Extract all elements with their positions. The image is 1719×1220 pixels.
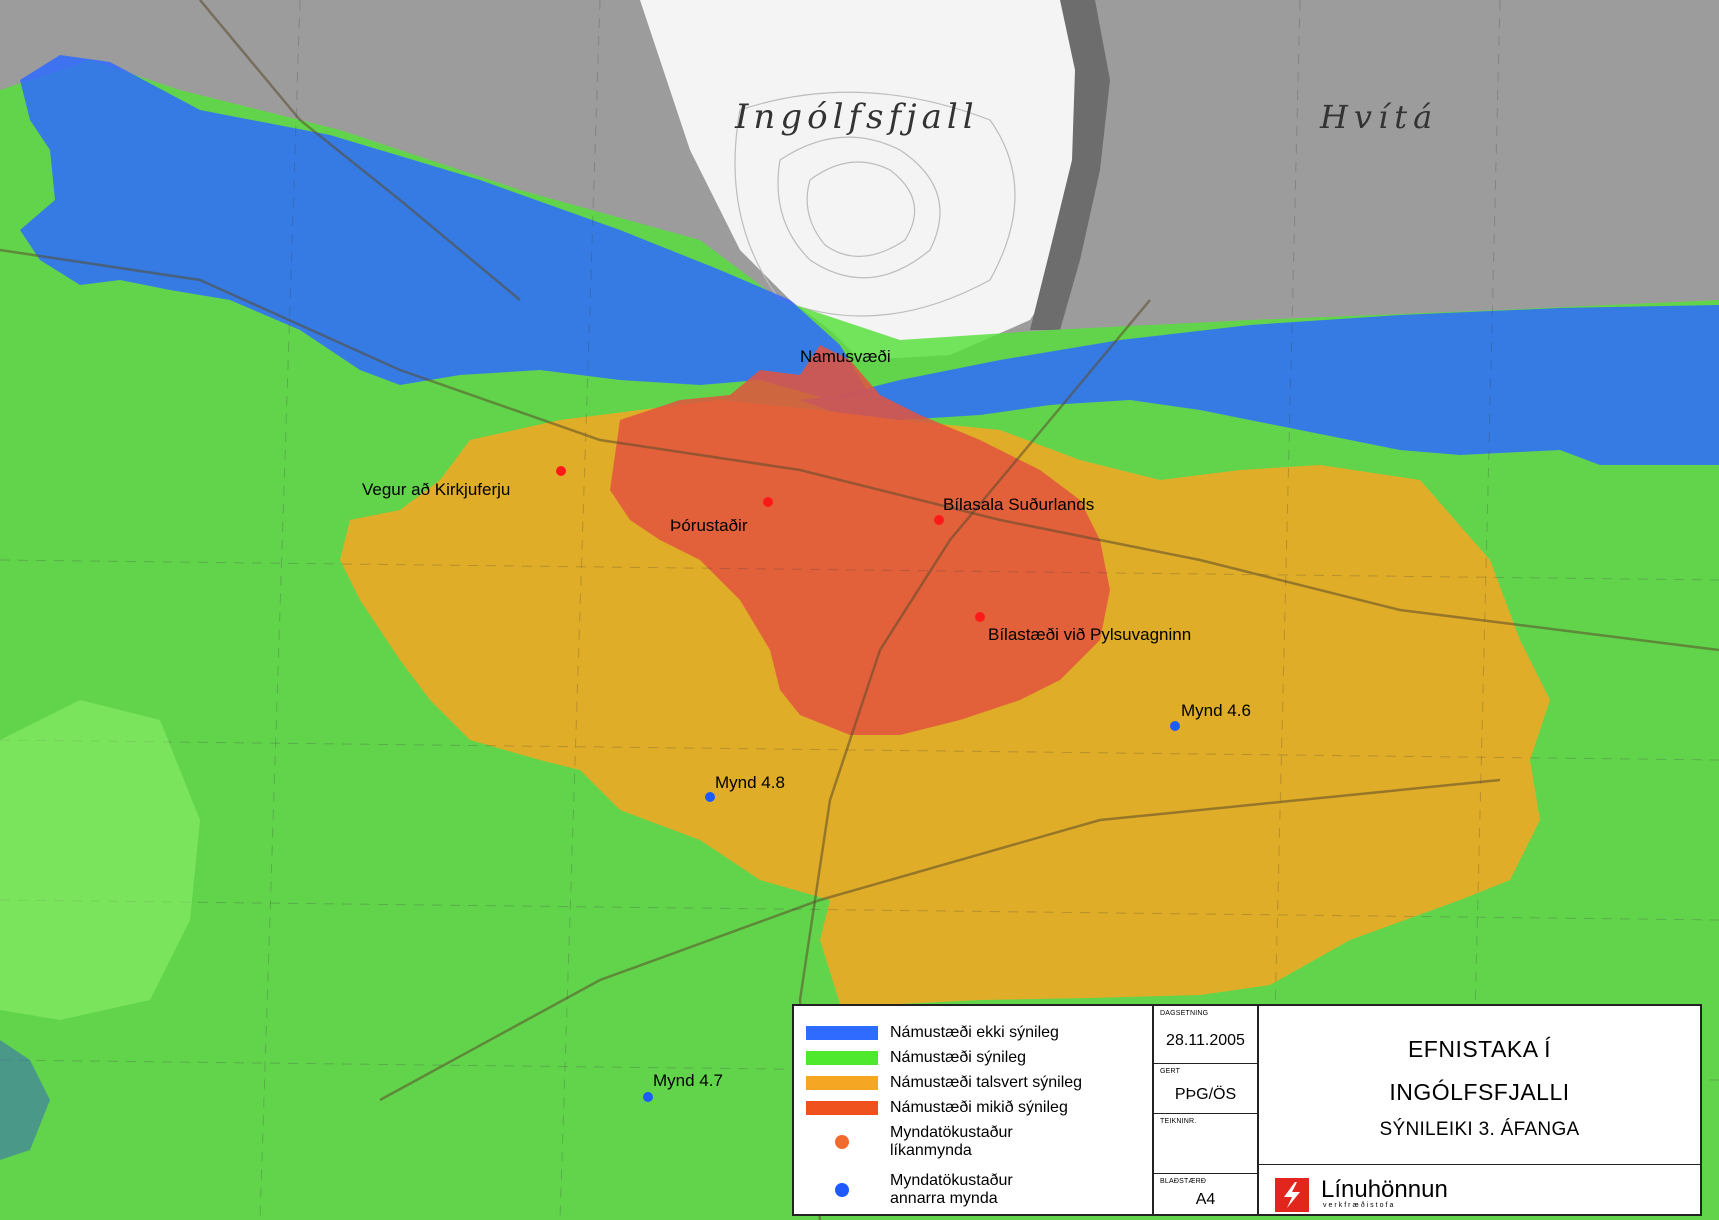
model-photo-point bbox=[934, 515, 944, 525]
place-label: Mynd 4.6 bbox=[1181, 701, 1251, 720]
made-cell: GERT PÞG/ÖS bbox=[1154, 1064, 1257, 1114]
model-photo-point bbox=[975, 612, 985, 622]
legend-label: Námustæði sýnileg bbox=[890, 1049, 1027, 1066]
observation-point-namusvaedi[interactable]: Namusvæði bbox=[800, 347, 891, 366]
zone-not-visible-east bbox=[800, 305, 1719, 465]
meta-column: DAGSETNING 28.11.2005 GERT PÞG/ÖS TEIKNI… bbox=[1154, 1006, 1259, 1214]
zone-not-visible bbox=[20, 55, 870, 400]
lake bbox=[0, 1040, 50, 1160]
place-label: Þórustaðir bbox=[670, 516, 748, 535]
observation-point-mynd-4-6[interactable]: Mynd 4.6 bbox=[1170, 701, 1251, 731]
swatch-blue bbox=[806, 1026, 878, 1040]
observation-point-thorustadir[interactable]: Þórustaðir bbox=[670, 497, 773, 535]
mountain-area bbox=[640, 0, 1085, 360]
model-photo-point bbox=[763, 497, 773, 507]
made-value: PÞG/ÖS bbox=[1174, 1086, 1237, 1103]
legend-item-not-visible: Námustæði ekki sýnileg bbox=[806, 1024, 1059, 1042]
legend-item-model-photo: Myndatökustaður líkanmynda bbox=[806, 1124, 1013, 1160]
mountain-name: Ingólfsfjall bbox=[734, 97, 979, 137]
company-subtitle: verkfræðistofa bbox=[1323, 1202, 1396, 1209]
title-line3: SÝNILEIKI 3. ÁFANGA bbox=[1379, 1119, 1580, 1140]
other-photo-point bbox=[705, 792, 715, 802]
sheet-cell: BLAÐSTÆRÐ A4 bbox=[1154, 1174, 1257, 1214]
wetland-area bbox=[0, 700, 200, 1020]
observation-point-bilasala[interactable]: Bílasala Suðurlands bbox=[934, 495, 1094, 525]
legend-item-other-photo: Myndatökustaður annarra mynda bbox=[806, 1172, 1013, 1208]
model-photo-point bbox=[556, 466, 566, 476]
river bbox=[1030, 0, 1110, 330]
legend-label-line1: Myndatökustaður bbox=[890, 1124, 1013, 1141]
place-label: Mynd 4.7 bbox=[653, 1071, 723, 1090]
legend-label: Námustæði talsvert sýnileg bbox=[890, 1074, 1083, 1091]
legend-label: Námustæði ekki sýnileg bbox=[890, 1024, 1059, 1041]
legend: Námustæði ekki sýnileg Námustæði sýnileg… bbox=[794, 1006, 1154, 1214]
made-caption: GERT bbox=[1160, 1068, 1181, 1075]
place-label: Bílasala Suðurlands bbox=[943, 495, 1094, 514]
dot-orange bbox=[835, 1135, 849, 1149]
swatch-red bbox=[806, 1101, 878, 1115]
date-value: 28.11.2005 bbox=[1166, 1032, 1245, 1049]
legend-label-line2: líkanmynda bbox=[890, 1142, 972, 1159]
zone-very-visible bbox=[610, 345, 1110, 735]
other-photo-point bbox=[1170, 721, 1180, 731]
legend-label: Námustæði mikið sýnileg bbox=[890, 1099, 1068, 1116]
contour-lines bbox=[734, 91, 1016, 317]
drawing-caption: TEIKNINR. bbox=[1160, 1118, 1197, 1125]
company-logo-icon bbox=[1275, 1178, 1309, 1212]
swatch-orange bbox=[806, 1076, 878, 1090]
date-cell: DAGSETNING 28.11.2005 bbox=[1154, 1006, 1257, 1064]
observation-point-mynd-4-8[interactable]: Mynd 4.8 bbox=[705, 773, 785, 802]
drawing-cell: TEIKNINR. bbox=[1154, 1114, 1257, 1174]
legend-item-visible: Námustæði sýnileg bbox=[806, 1049, 1026, 1067]
legend-item-very-visible: Námustæði mikið sýnileg bbox=[806, 1099, 1068, 1117]
observation-point-pylsuvagninn[interactable]: Bílastæði við Pylsuvagninn bbox=[975, 612, 1191, 644]
title-block: EFNISTAKA Í INGÓLFSFJALLI SÝNILEIKI 3. Á… bbox=[1259, 1006, 1700, 1165]
place-label: Namusvæði bbox=[800, 347, 891, 366]
company-name: Línuhönnun bbox=[1321, 1176, 1448, 1203]
title-line2: INGÓLFSFJALLI bbox=[1389, 1079, 1570, 1105]
dot-blue bbox=[835, 1183, 849, 1197]
swatch-green bbox=[806, 1051, 878, 1065]
title-line1: EFNISTAKA Í bbox=[1407, 1036, 1552, 1062]
legend-label-line1: Myndatökustaður bbox=[890, 1172, 1013, 1189]
company-block: Línuhönnun verkfræðistofa bbox=[1259, 1164, 1700, 1214]
legend-label-line2: annarra mynda bbox=[890, 1190, 998, 1207]
other-photo-point bbox=[643, 1092, 653, 1102]
legend-item-considerably-visible: Námustæði talsvert sýnileg bbox=[806, 1074, 1082, 1092]
place-label: Bílastæði við Pylsuvagninn bbox=[988, 625, 1191, 644]
place-label: Mynd 4.8 bbox=[715, 773, 785, 792]
observation-point-kirkjuferja[interactable]: Vegur að Kirkjuferju bbox=[362, 466, 566, 499]
observation-point-mynd-4-7[interactable]: Mynd 4.7 bbox=[643, 1071, 723, 1102]
sheet-caption: BLAÐSTÆRÐ bbox=[1160, 1178, 1207, 1185]
place-label: Vegur að Kirkjuferju bbox=[362, 480, 510, 499]
sheet-value: A4 bbox=[1195, 1191, 1216, 1208]
legend-title-block: Námustæði ekki sýnileg Námustæði sýnileg… bbox=[792, 1004, 1702, 1216]
date-caption: DAGSETNING bbox=[1160, 1010, 1209, 1017]
river-name: Hvítá bbox=[1319, 98, 1438, 136]
